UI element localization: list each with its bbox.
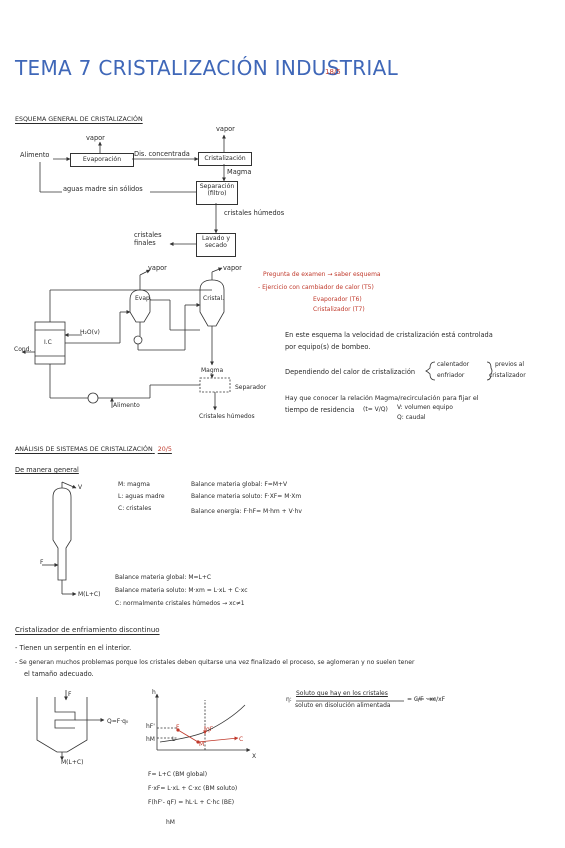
note-p3-line2: tiempo de residencia [285, 406, 355, 414]
section-heading-esquema: ESQUEMA GENERAL DE CRISTALIZACIÓN [15, 116, 143, 123]
section2-heading-date: 20/5 [157, 446, 172, 453]
bullet-2: - Se generan muchos problemas porque los… [15, 659, 415, 666]
label-vapor-evaporacion: vapor [86, 134, 105, 142]
eta-eq: = C/F · xc/xF [407, 696, 446, 703]
balance2-soluto: Balance materia soluto: M·xm = L·xL + C·… [115, 587, 248, 594]
page-title: TEMA 7 CRISTALIZACIÓN INDUSTRIAL [15, 56, 399, 80]
exam-note-3: Evaporador (T6) [313, 296, 362, 303]
label-plant-separador: Separador [235, 384, 267, 391]
note-p3-q: Q: caudal [397, 414, 426, 421]
balance3-energia: F(hF'- qF) = hL·L + C·hc (BE) [148, 799, 235, 806]
diagram3-f: F [68, 691, 72, 698]
label-plant-cristal: Cristal. [203, 295, 225, 302]
balance-global: Balance materia global: F=M+V [191, 481, 288, 488]
exam-note-2: - Ejercicio con cambiador de calor (T5) [258, 284, 374, 291]
chart-f-label: F [176, 724, 180, 731]
label-plant-vapor-cristal: vapor [223, 264, 242, 272]
legend-l: L: aguas madre [118, 493, 165, 500]
label-plant-cristales-humedos: Cristales húmedos [199, 413, 255, 420]
note-p3-line1: Hay que conocer la relación Magma/recirc… [285, 395, 479, 402]
label-plant-magma: Magma [201, 367, 224, 374]
label-plant-cond: Cond. [14, 346, 32, 353]
chart-h-label: h [152, 689, 156, 696]
label-vapor-cristalizacion: vapor [216, 125, 235, 133]
note-p1-line1: En este esquema la velocidad de cristali… [285, 331, 493, 339]
label-dis-concentrada: Dis. concentrada [134, 150, 190, 158]
exam-note-1: Pregunta de examen → saber esquema [263, 271, 381, 278]
balance3-global: F= L+C (BM global) [148, 771, 208, 778]
note-p2-prefix: Dependiendo del calor de cristalización [285, 368, 416, 376]
note-p1-line2: por equipo(s) de bombeo. [285, 343, 371, 351]
section-heading-discontinuo: Cristalizador de enfriamiento discontinu… [15, 626, 160, 634]
chart-m-label: M [199, 741, 205, 748]
label-cristales-humedos-flow: cristales húmedos [224, 209, 285, 217]
legend-m: M: magma [118, 481, 150, 488]
label-plant-ic: I.C [44, 339, 52, 346]
label-cristales-finales: cristales finales [134, 231, 162, 247]
diagram3-m: M(L+C) [61, 759, 84, 766]
box-cristalizacion: Cristalización [198, 152, 252, 166]
note-p2-opt1: calentador [437, 361, 470, 368]
eta-numerator: Soluto que hay en los cristales [296, 690, 388, 697]
balance2-note: C: normalmente cristales húmedos → xc≠1 [115, 600, 245, 607]
note-p3-v: V: volumen equipo [397, 404, 453, 411]
diagram2-f: F [40, 559, 44, 566]
label-alimento: Alimento [20, 151, 50, 159]
label-plant-h2o: H₂O(v) [80, 329, 100, 336]
exam-note-4: Cristalizador (T7) [313, 306, 365, 313]
label-plant-vapor-evap: vapor [148, 264, 167, 272]
bullet-1: - Tienen un serpentín en el interior. [15, 644, 132, 652]
box-lavado: Lavado y secado [196, 233, 236, 257]
subheading-general: De manera general [15, 466, 79, 474]
label-plant-evap: Evap. [135, 295, 152, 302]
balance-soluto: Balance materia soluto: F·XF= M·Xm [191, 493, 302, 500]
section2-heading-text: ANÁLISIS DE SISTEMAS DE CRISTALIZACIÓN [15, 446, 153, 453]
chart-hf-label: hF' [146, 723, 155, 730]
balance3-hm: hM [166, 819, 175, 826]
label-plant-alimento: Alimento [113, 402, 140, 409]
diagram2-m: M(L+C) [78, 591, 101, 598]
title-date: 18/5 [325, 68, 341, 76]
bullet-3: el tamaño adecuado. [24, 670, 94, 678]
note-p2-suffix2: cristalizador [489, 372, 526, 379]
note-p3-formula: (t= V/Q) [363, 406, 388, 413]
chart-l-label: L [172, 736, 176, 743]
label-magma: Magma [227, 168, 252, 176]
label-aguas-madre: aguas madre sin sólidos [63, 185, 143, 193]
eta-denominator: soluto en disolución alimentada [295, 702, 391, 709]
note-p2-suffix1: previos al [495, 361, 525, 368]
eta-symbol: η: [286, 696, 292, 703]
section-heading-analisis: ANÁLISIS DE SISTEMAS DE CRISTALIZACIÓN 2… [15, 446, 172, 453]
note-p2-opt2: enfriador [437, 372, 465, 379]
chart-hm-label: hM [146, 736, 155, 743]
legend-c: C: cristales [118, 505, 152, 512]
balance-energia: Balance energía: F·hF= M·hm + V·hv [191, 508, 302, 515]
balance3-soluto: F·xF= L·xL + C·xc (BM soluto) [148, 785, 238, 792]
box-evaporacion: Evaporación [70, 153, 134, 167]
diagram3-q: Q=F·q₀ [107, 718, 129, 725]
chart-c-label: C [239, 736, 244, 743]
box-separacion: Separación (filtro) [196, 181, 238, 205]
diagram2-v: V [78, 484, 83, 491]
chart-x-label: X [252, 753, 257, 760]
balance2-global: Balance materia global: M=L+C [115, 574, 212, 581]
